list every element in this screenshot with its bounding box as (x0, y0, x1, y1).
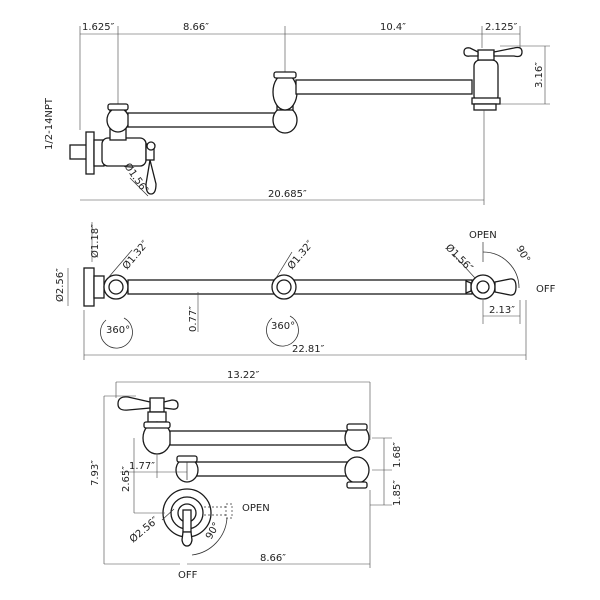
dim-side-10-4: 10.4″ (380, 22, 406, 33)
dim-folded-width: 13.22″ (227, 370, 260, 381)
dim-flange-dia: Ø2.56″ (54, 268, 66, 302)
wall-flange (85, 131, 95, 175)
dim-joint1-dia: Ø1.32″ (120, 238, 151, 272)
folded-upper-arm (169, 430, 347, 446)
dim-side-height: 3.16″ (534, 62, 545, 88)
top-arm (127, 279, 473, 295)
top-off-label: OFF (536, 284, 556, 295)
top-open-label: OPEN (469, 230, 497, 241)
rotation-label-2: 360° (271, 321, 295, 332)
joint-ball-1 (106, 107, 130, 133)
dim-folded-lower: 2.65″ (121, 466, 132, 492)
dim-side-1-625: 1.625″ (82, 22, 115, 33)
spout-tip (473, 103, 497, 111)
rotation-label-1: 360° (106, 325, 130, 336)
top-view: Ø1.18″ Ø2.56″ Ø1.32″ Ø1.32″ Ø1.56″ 0.77″… (54, 222, 556, 360)
folded-top-handle (117, 396, 151, 411)
side-handle (145, 159, 157, 195)
inlet-thread (69, 144, 89, 160)
dim-folded-gap2: 1.85″ (392, 480, 403, 506)
folded-off-label: OFF (178, 570, 198, 581)
dim-side-8-66: 8.66″ (183, 22, 209, 33)
folded-view: 13.22″ 7.93″ OPEN OF (90, 370, 403, 581)
dim-folded-arm: 8.66″ (260, 553, 286, 564)
dim-valve-dia: Ø1.56″ (443, 242, 476, 275)
dim-side-overall: 20.685″ (268, 189, 307, 200)
top-flange (83, 267, 95, 307)
dim-spout-offset: 2.13″ (489, 305, 515, 316)
dim-folded-flange: Ø2.56″ (127, 514, 161, 545)
top-angle-label: 90° (513, 244, 531, 265)
top-handle (493, 46, 523, 58)
dim-top-overall: 22.81″ (292, 344, 325, 355)
dim-arm-height: 0.77″ (188, 306, 199, 332)
dim-folded-gap1: 1.68″ (392, 442, 403, 468)
swing-arm-2 (295, 79, 473, 95)
dim-folded-height: 7.93″ (90, 460, 101, 486)
swing-arm-1 (127, 112, 281, 128)
dim-side-2-125: 2.125″ (485, 22, 518, 33)
dim-stem-dia: Ø1.18″ (89, 224, 101, 258)
dim-folded-offset: 1.77″ (129, 461, 155, 472)
joint-ball-2 (272, 106, 298, 134)
folded-open-label: OPEN (242, 503, 270, 514)
thread-label: 1/2-14NPT (44, 97, 55, 150)
folded-lower-arm (195, 461, 349, 477)
side-view: 1.625″ 8.66″ 10.4″ 2.125″ 3.16″ (44, 22, 550, 205)
